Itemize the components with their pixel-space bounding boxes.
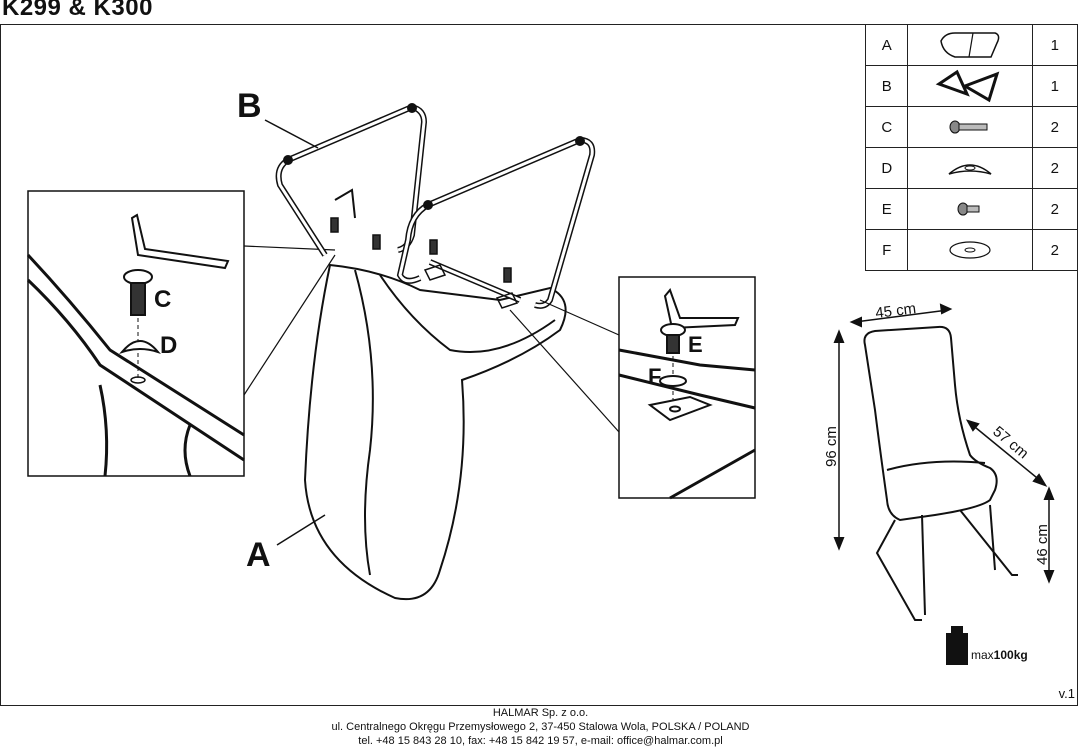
part-letter: F: [864, 229, 909, 271]
part-qty: 1: [1031, 65, 1079, 107]
part-qty: 2: [1031, 229, 1079, 271]
long-bolt-icon: [907, 106, 1033, 148]
part-letter: D: [864, 147, 909, 189]
part-letter: C: [864, 106, 909, 148]
detail-box-right: [509, 276, 756, 500]
table-row: F 2: [864, 229, 1079, 271]
part-qty: 1: [1031, 24, 1079, 66]
seat-shell-icon: [907, 24, 1033, 66]
weight-icon: [946, 626, 968, 665]
table-row: A 1: [864, 24, 1079, 66]
drawing-frame: [0, 24, 1078, 706]
parts-table: A 1 B 1 C 2 D 2 E 2 F 2: [864, 24, 1079, 271]
label-B: B: [237, 87, 262, 125]
max-load-value: 100kg: [994, 648, 1028, 662]
version-label: v.1: [1058, 686, 1075, 701]
max-load-prefix: max: [971, 648, 994, 662]
part-letter: B: [864, 65, 909, 107]
label-C: C: [154, 286, 171, 313]
short-bolt-icon: [907, 188, 1033, 230]
footer-address: ul. Centralnego Okręgu Przemysłowego 2, …: [331, 721, 750, 733]
label-A: A: [246, 536, 271, 574]
part-letter: A: [864, 24, 909, 66]
curved-washer-icon: [907, 147, 1033, 189]
part-letter: E: [864, 188, 909, 230]
dim-seat-height: 46 cm: [1034, 524, 1051, 565]
label-E: E: [688, 332, 703, 357]
flat-washer-icon: [907, 229, 1033, 271]
table-row: E 2: [864, 188, 1079, 230]
part-qty: 2: [1031, 106, 1079, 148]
table-row: C 2: [864, 106, 1079, 148]
detail-box-left: [26, 190, 336, 477]
dim-width: 45 cm: [874, 300, 917, 322]
table-row: B 1: [864, 65, 1079, 107]
dimension-chair: [833, 303, 1055, 621]
footer-contact: tel. +48 15 843 28 10, fax: +48 15 842 1…: [358, 735, 723, 747]
label-D: D: [160, 332, 177, 359]
footer: HALMAR Sp. z o.o. ul. Centralnego Okręgu…: [0, 706, 1081, 748]
table-row: D 2: [864, 147, 1079, 189]
label-F: F: [648, 364, 661, 389]
svg-text:max100kg: max100kg: [971, 648, 1028, 662]
page-title: K299 & K300: [2, 0, 153, 21]
dim-height: 96 cm: [823, 426, 840, 467]
part-qty: 2: [1031, 188, 1079, 230]
chair-assembly: [264, 103, 596, 601]
part-qty: 2: [1031, 147, 1079, 189]
footer-company: HALMAR Sp. z o.o.: [492, 707, 589, 719]
metal-frame-icon: [907, 65, 1033, 107]
